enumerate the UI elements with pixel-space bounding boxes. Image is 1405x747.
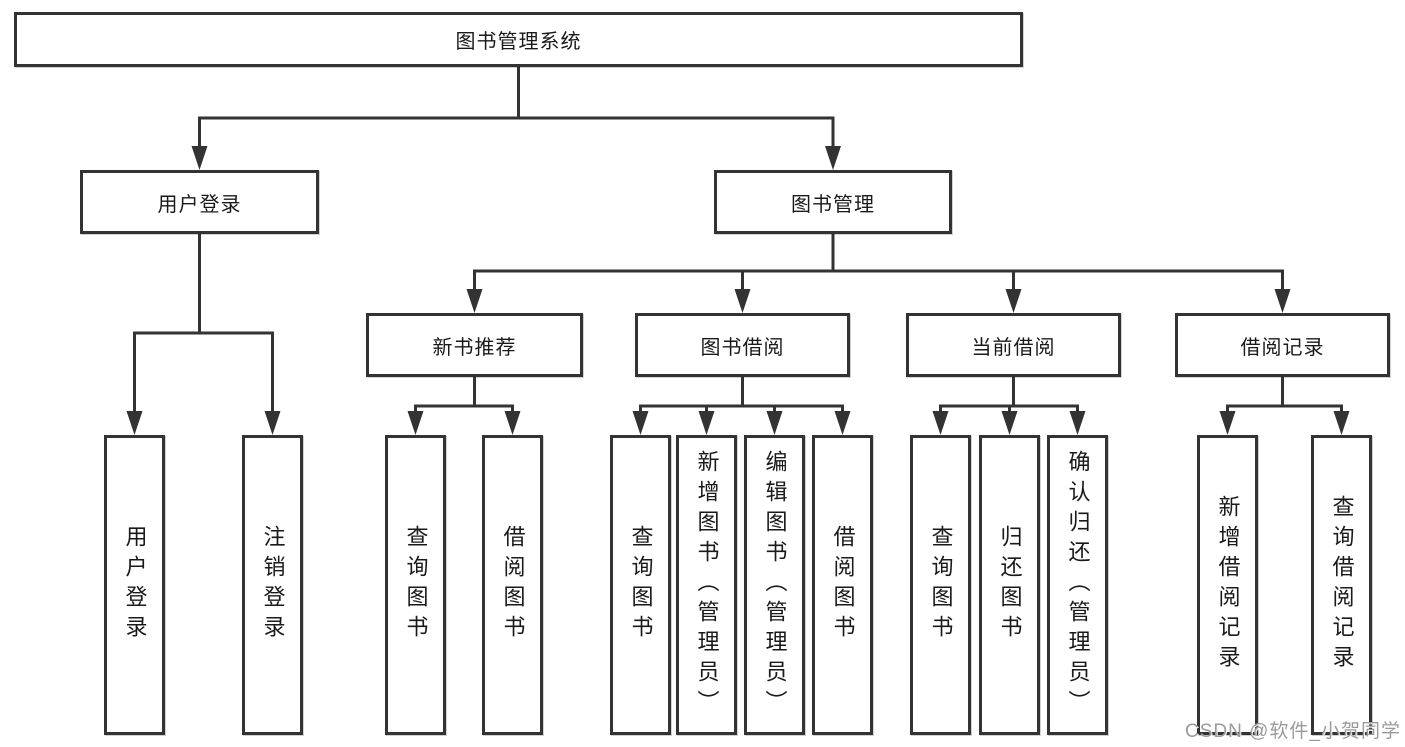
diagram-node-leaf-query-book-2: 查询图书 xyxy=(610,435,671,735)
node-label: 查询图书 xyxy=(628,525,654,645)
diagram-node-leaf-return-book: 归还图书 xyxy=(979,435,1040,735)
arrowhead-icon xyxy=(834,411,851,435)
arrowhead-icon xyxy=(466,289,483,313)
node-label: 查询借阅记录 xyxy=(1329,495,1355,675)
diagram-node-book-mgmt: 图书管理 xyxy=(714,170,952,234)
node-label: 图书管理系统 xyxy=(455,31,582,53)
arrowhead-icon xyxy=(825,146,841,170)
node-label: 新书推荐 xyxy=(432,336,517,359)
node-label: 查询图书 xyxy=(928,525,954,645)
arrowhead-icon xyxy=(264,411,281,435)
node-label: 当前借阅 xyxy=(971,336,1056,359)
arrowhead-icon xyxy=(504,411,521,435)
node-label: 借阅记录 xyxy=(1240,336,1325,359)
diagram-node-borrow-records: 借阅记录 xyxy=(1175,313,1390,377)
arrowhead-icon xyxy=(126,411,143,435)
arrowhead-icon xyxy=(632,411,649,435)
node-label: 新增图书（管理员） xyxy=(694,450,720,720)
diagram-node-leaf-add-book: 新增图书（管理员） xyxy=(676,435,737,735)
diagram-node-leaf-edit-book: 编辑图书（管理员） xyxy=(744,435,805,735)
node-label: 用户登录 xyxy=(122,525,148,645)
diagram-node-leaf-query-book-3: 查询图书 xyxy=(910,435,971,735)
diagram-node-current-borrow: 当前借阅 xyxy=(906,313,1121,377)
node-label: 查询图书 xyxy=(403,525,429,645)
node-label: 借阅图书 xyxy=(830,525,856,645)
diagram-node-leaf-borrow-book-2: 借阅图书 xyxy=(812,435,873,735)
diagram-node-root: 图书管理系统 xyxy=(14,12,1023,67)
diagram-node-leaf-query-book-1: 查询图书 xyxy=(385,435,446,735)
node-label: 归还图书 xyxy=(997,525,1023,645)
node-label: 图书借阅 xyxy=(700,336,785,359)
diagram-node-leaf-logout: 注销登录 xyxy=(242,435,303,735)
node-label: 图书管理 xyxy=(791,193,875,216)
diagram-node-leaf-query-borrow-rec: 查询借阅记录 xyxy=(1311,435,1372,735)
diagram-node-leaf-add-borrow-rec: 新增借阅记录 xyxy=(1197,435,1258,735)
arrowhead-icon xyxy=(191,146,208,170)
diagram-node-leaf-user-login: 用户登录 xyxy=(104,435,165,735)
diagram-node-leaf-borrow-book-1: 借阅图书 xyxy=(482,435,543,735)
arrowhead-icon xyxy=(1005,289,1022,313)
node-label: 编辑图书（管理员） xyxy=(762,450,788,720)
arrowhead-icon xyxy=(932,411,949,435)
diagram-node-book-borrow: 图书借阅 xyxy=(635,313,850,377)
node-label: 新增借阅记录 xyxy=(1215,495,1241,675)
arrowhead-icon xyxy=(734,289,751,313)
diagram-node-user-login: 用户登录 xyxy=(80,170,319,234)
arrowhead-icon xyxy=(1069,411,1086,435)
diagram-node-new-book-rec: 新书推荐 xyxy=(366,313,583,377)
arrowhead-icon xyxy=(766,411,783,435)
arrowhead-icon xyxy=(1333,411,1350,435)
csdn-watermark: CSDN @软件_小贺同学 xyxy=(1185,721,1401,742)
diagram-node-leaf-confirm-return: 确认归还（管理员） xyxy=(1047,435,1108,735)
node-label: 用户登录 xyxy=(157,193,242,216)
arrowhead-icon xyxy=(1219,411,1236,435)
node-label: 确认归还（管理员） xyxy=(1065,450,1091,720)
node-label: 注销登录 xyxy=(260,525,286,645)
arrowhead-icon xyxy=(698,411,715,435)
arrowhead-icon xyxy=(1274,289,1291,313)
arrowhead-icon xyxy=(407,411,424,435)
node-label: 借阅图书 xyxy=(500,525,526,645)
arrowhead-icon xyxy=(1001,411,1018,435)
